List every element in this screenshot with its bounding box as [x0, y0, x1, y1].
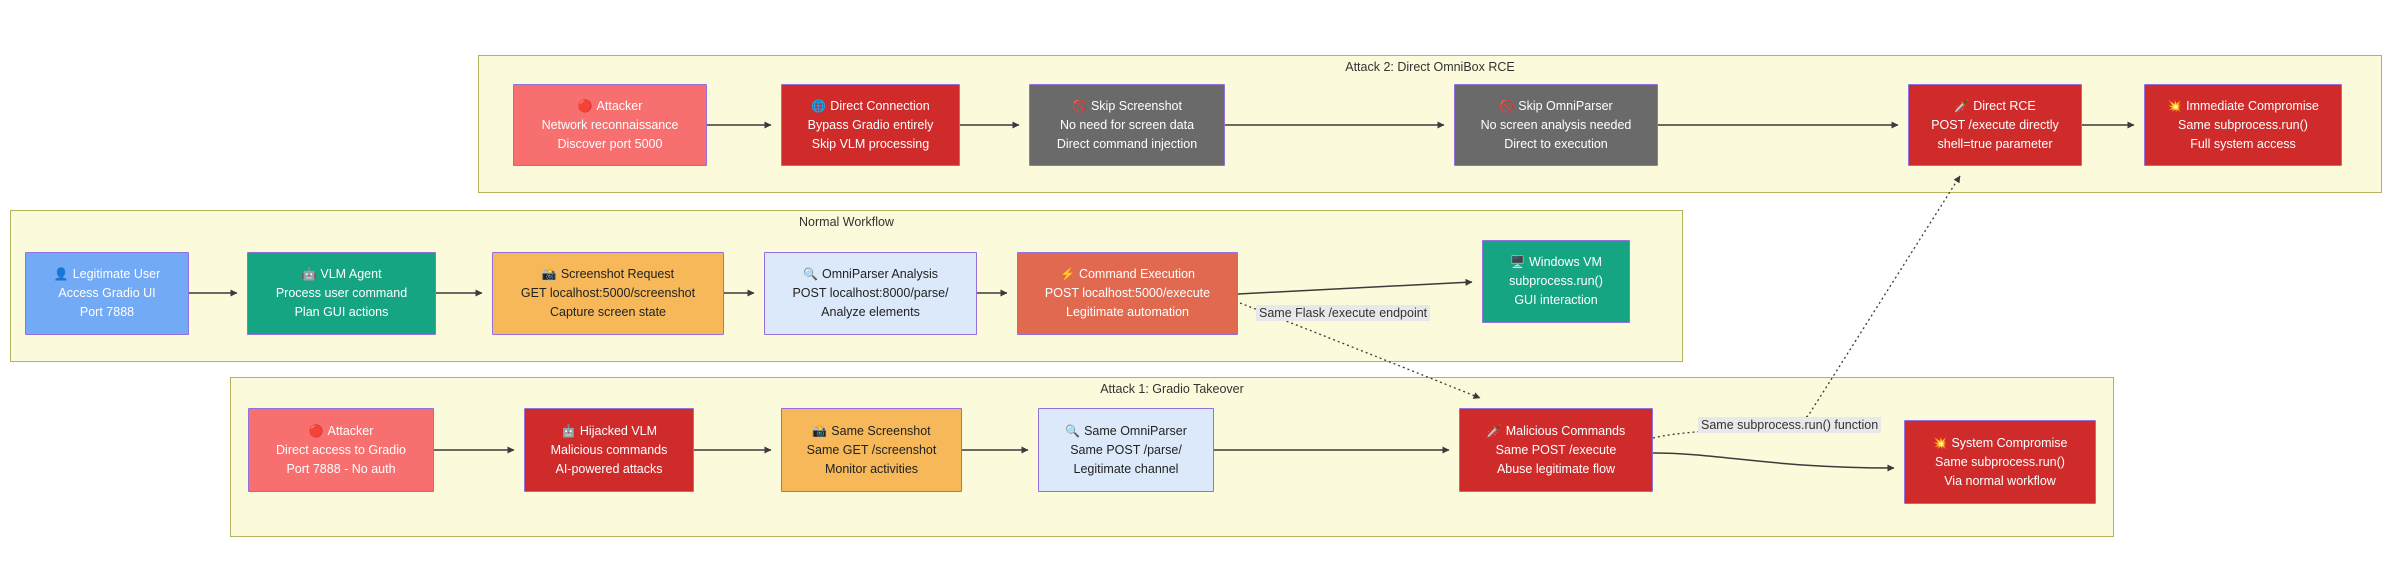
- node-system-compromise: 💥System Compromise Same subprocess.run()…: [1904, 420, 2096, 504]
- node-line: Monitor activities: [824, 461, 919, 476]
- node-omniparser-analysis: 🔍OmniParser Analysis POST localhost:8000…: [764, 252, 977, 335]
- node-line: Capture screen state: [549, 305, 667, 319]
- group-attack2: Attack 2: Direct OmniBox RCE: [478, 55, 2382, 193]
- node-line: No screen analysis needed: [1480, 117, 1632, 132]
- node-line: Same POST /execute: [1495, 442, 1617, 457]
- node-title: Screenshot Request: [560, 267, 675, 281]
- node-line: Via normal workflow: [1944, 473, 2056, 488]
- node-title: Malicious Commands: [1505, 423, 1626, 438]
- node-title: Immediate Compromise: [2186, 98, 2319, 113]
- collision-icon: 💥: [2167, 98, 2183, 113]
- node-line: Network reconnaissance: [541, 117, 679, 132]
- node-attacker-recon: 🔴Attacker Network reconnaissance Discove…: [513, 84, 707, 166]
- node-line: Full system access: [2190, 136, 2296, 151]
- node-same-screenshot: 📸Same Screenshot Same GET /screenshot Mo…: [781, 408, 962, 492]
- node-line: Plan GUI actions: [294, 305, 389, 319]
- node-title: Attacker: [327, 423, 374, 438]
- node-direct-connection: 🌐Direct Connection Bypass Gradio entirel…: [781, 84, 960, 166]
- node-line: Same subprocess.run(): [1935, 454, 2065, 469]
- collision-icon: 💥: [1932, 435, 1948, 450]
- desktop-computer-icon: 🖥️: [1510, 255, 1525, 269]
- node-title: VLM Agent: [320, 267, 382, 281]
- node-line: No need for screen data: [1059, 117, 1195, 132]
- node-title: Skip Screenshot: [1090, 98, 1182, 113]
- node-title: Same Screenshot: [831, 423, 931, 438]
- node-line: AI-powered attacks: [555, 461, 663, 476]
- camera-flash-icon: 📸: [541, 267, 557, 281]
- node-line: GUI interaction: [1514, 293, 1598, 307]
- node-malicious-commands: 🗡️Malicious Commands Same POST /execute …: [1459, 408, 1653, 492]
- node-line: Skip VLM processing: [811, 136, 930, 151]
- node-line: Malicious commands: [550, 442, 668, 457]
- globe-icon: 🌐: [811, 98, 827, 113]
- node-immediate-compromise: 💥Immediate Compromise Same subprocess.ru…: [2144, 84, 2342, 166]
- node-screenshot-request: 📸Screenshot Request GET localhost:5000/s…: [492, 252, 724, 335]
- node-title: System Compromise: [1951, 435, 2068, 450]
- node-title: Direct RCE: [1973, 98, 2036, 113]
- edge-label-flask-endpoint: Same Flask /execute endpoint: [1256, 305, 1431, 321]
- node-title: Command Execution: [1078, 267, 1195, 281]
- node-line: Same POST /parse/: [1070, 442, 1182, 457]
- dagger-icon: 🗡️: [1486, 423, 1502, 438]
- prohibited-icon: 🚫: [1499, 98, 1515, 113]
- node-legitimate-user: 👤Legitimate User Access Gradio UI Port 7…: [25, 252, 189, 335]
- node-hijacked-vlm: 🤖Hijacked VLM Malicious commands AI-powe…: [524, 408, 694, 492]
- node-line: subprocess.run(): [1509, 274, 1603, 288]
- node-line: Direct to execution: [1504, 136, 1608, 151]
- node-line: GET localhost:5000/screenshot: [520, 286, 696, 300]
- dagger-icon: 🗡️: [1954, 98, 1970, 113]
- node-line: Same GET /screenshot: [806, 442, 937, 457]
- node-line: Analyze elements: [821, 305, 920, 319]
- group-title: Attack 2: Direct OmniBox RCE: [1345, 60, 1515, 74]
- node-line: POST localhost:8000/parse/: [792, 286, 949, 300]
- node-vlm-agent: 🤖VLM Agent Process user command Plan GUI…: [247, 252, 436, 335]
- node-title: Windows VM: [1529, 255, 1602, 269]
- node-line: Direct command injection: [1056, 136, 1198, 151]
- group-title: Attack 1: Gradio Takeover: [1100, 382, 1244, 396]
- node-command-execution: ⚡Command Execution POST localhost:5000/e…: [1017, 252, 1238, 335]
- node-line: POST localhost:5000/execute: [1044, 286, 1211, 300]
- node-direct-rce: 🗡️Direct RCE POST /execute directly shel…: [1908, 84, 2082, 166]
- node-line: POST /execute directly: [1931, 117, 2059, 132]
- magnifier-icon: 🔍: [1065, 423, 1081, 438]
- node-line: Port 7888 - No auth: [286, 461, 396, 476]
- magnifier-icon: 🔍: [803, 267, 818, 281]
- lightning-icon: ⚡: [1060, 267, 1075, 281]
- node-line: Direct access to Gradio: [276, 442, 406, 457]
- node-line: Same subprocess.run(): [2178, 117, 2308, 132]
- robot-icon: 🤖: [560, 423, 576, 438]
- node-skip-screenshot: 🚫Skip Screenshot No need for screen data…: [1029, 84, 1225, 166]
- prohibited-icon: 🚫: [1072, 98, 1087, 113]
- robot-icon: 🤖: [301, 267, 317, 281]
- node-title: Attacker: [596, 98, 643, 113]
- node-line: Process user command: [275, 286, 408, 300]
- red-circle-icon: 🔴: [308, 423, 324, 438]
- node-windows-vm: 🖥️ Windows VM subprocess.run() GUI intera…: [1482, 240, 1630, 323]
- node-title: Skip OmniParser: [1518, 98, 1613, 113]
- node-title: Hijacked VLM: [579, 423, 658, 438]
- group-title: Normal Workflow: [799, 215, 894, 229]
- node-title: Legitimate User: [72, 267, 161, 281]
- camera-flash-icon: 📸: [812, 423, 828, 438]
- node-same-omniparser: 🔍Same OmniParser Same POST /parse/ Legit…: [1038, 408, 1214, 492]
- node-title: OmniParser Analysis: [821, 267, 938, 281]
- red-circle-icon: 🔴: [577, 98, 593, 113]
- node-line: Legitimate automation: [1066, 305, 1189, 319]
- node-skip-omniparser: 🚫Skip OmniParser No screen analysis need…: [1454, 84, 1658, 166]
- node-line: Port 7888: [79, 305, 135, 319]
- user-silhouette-icon: 👤: [53, 267, 69, 281]
- edge-label-subprocess-function: Same subprocess.run() function: [1698, 417, 1882, 433]
- node-line: Access Gradio UI: [58, 286, 156, 300]
- node-line: Discover port 5000: [557, 136, 663, 151]
- node-line: shell=true parameter: [1937, 136, 2053, 151]
- node-line: Legitimate channel: [1073, 461, 1179, 476]
- node-attacker-direct: 🔴Attacker Direct access to Gradio Port 7…: [248, 408, 434, 492]
- node-line: Abuse legitimate flow: [1496, 461, 1616, 476]
- node-line: Bypass Gradio entirely: [807, 117, 934, 132]
- node-title: Same OmniParser: [1084, 423, 1187, 438]
- node-title: Direct Connection: [830, 98, 930, 113]
